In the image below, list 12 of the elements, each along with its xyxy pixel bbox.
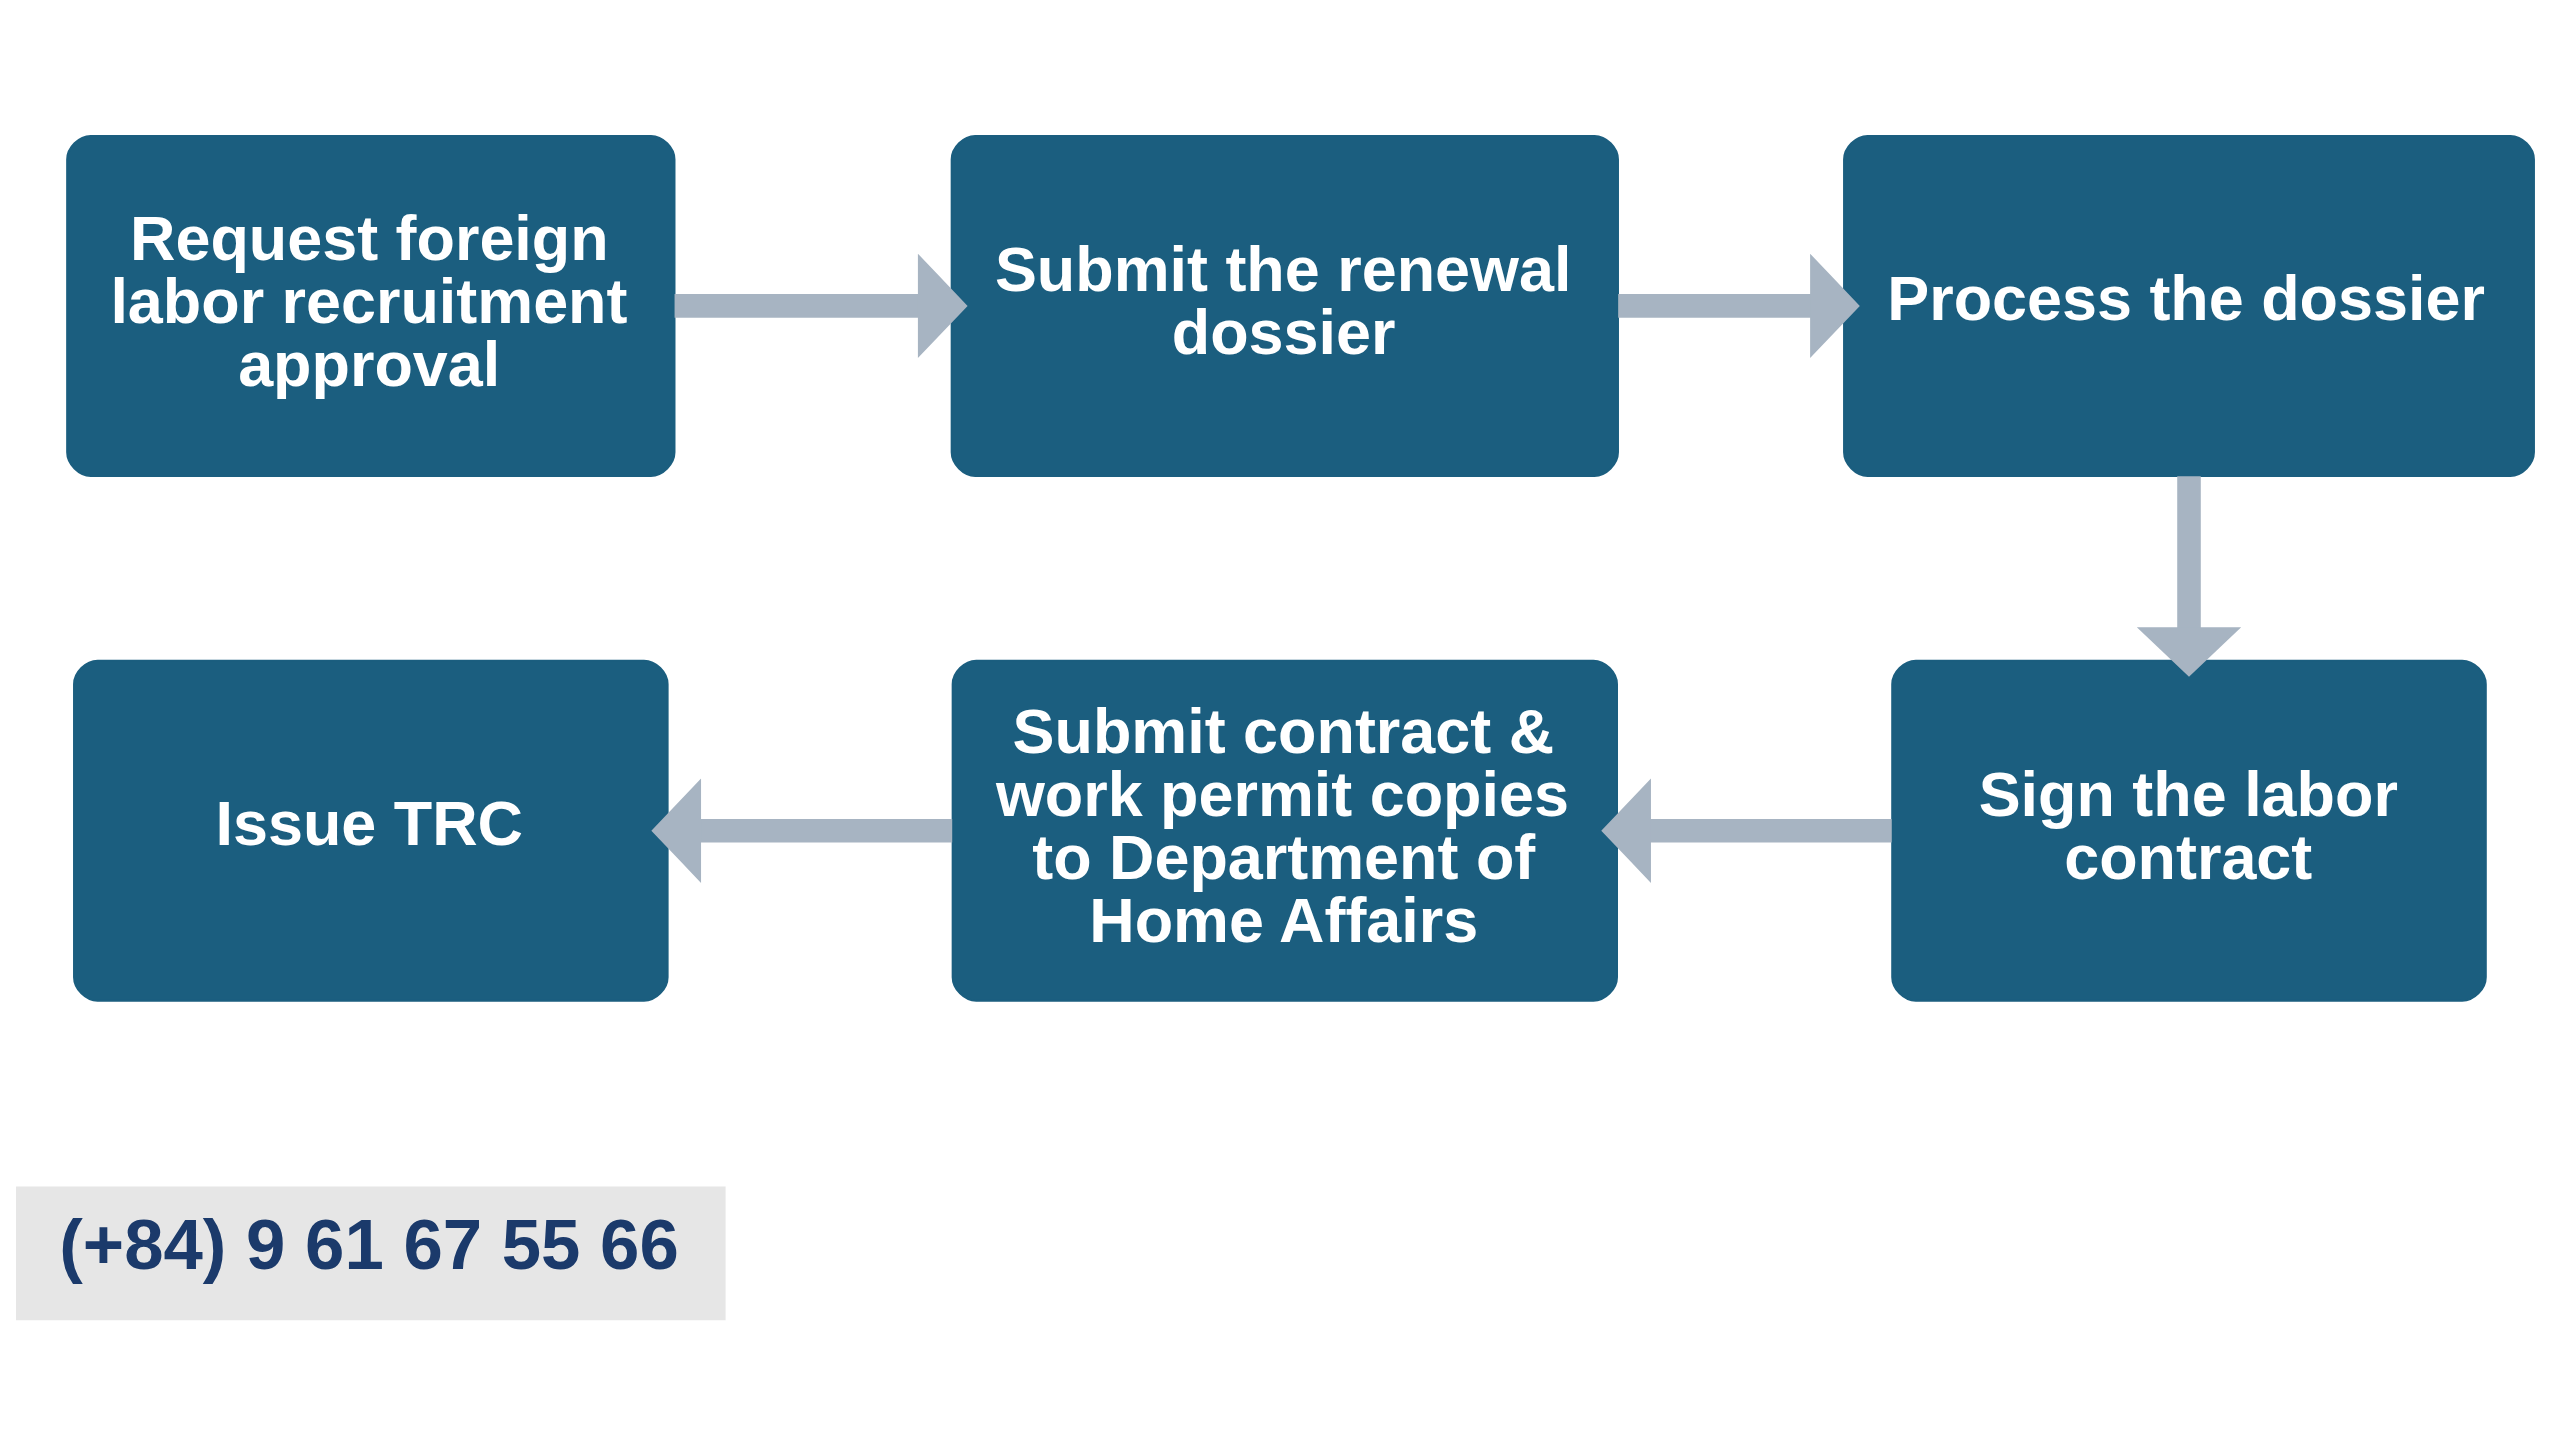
arrow [1601,778,1892,883]
node-box: Submit contract & work permit copies to Department of Home Affairs [951,659,1618,1002]
arrow [1618,253,1860,359]
node-box: Submit the renewal dossier [950,134,1619,477]
node-box: Request foreign labor recruitment approval [66,134,676,477]
arrow [651,778,953,883]
node-box: Issue TRC [73,659,669,1002]
node-box: Process the dossier [1843,134,2535,477]
arrow [674,253,968,359]
node-box: Sign the labor contract [1891,659,2487,1002]
label: (+84) 9 61 67 55 66 [59,1204,679,1284]
arrow [2136,476,2242,677]
